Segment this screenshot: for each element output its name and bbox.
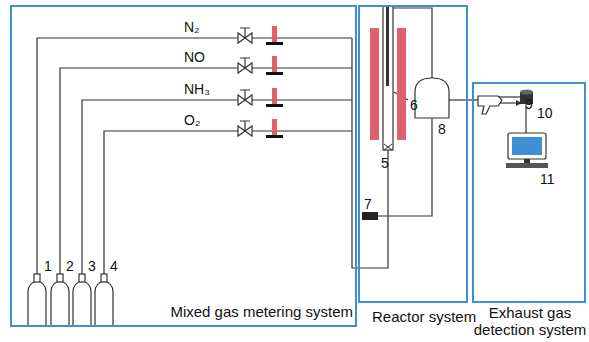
callout-number: 6 (410, 98, 418, 113)
outlet-line (388, 8, 432, 78)
callout-number: 1 (44, 259, 52, 274)
gas-name: N₂ (184, 20, 200, 35)
system-panel: Reactor system (358, 5, 468, 303)
callout-number: 8 (438, 122, 446, 137)
callout-number: 7 (364, 197, 372, 212)
gas-line (104, 131, 352, 276)
panel-title: Exhaust gas detection system (472, 304, 588, 338)
flowmeters (266, 26, 283, 138)
system-panel: Mixed gas metering system (10, 5, 357, 327)
panel-title: Mixed gas metering system (138, 303, 353, 320)
sample-port (362, 212, 378, 220)
callout-number: 10 (537, 106, 553, 121)
gas-name: O₂ (184, 113, 200, 128)
system-panel: Exhaust gas detection system (472, 82, 586, 303)
callout-number: 4 (110, 259, 118, 274)
callout-number: 11 (540, 172, 555, 187)
computer (506, 133, 548, 168)
gas-cylinders (28, 274, 113, 326)
callout-number: 2 (66, 259, 74, 274)
reactor-furnace (370, 6, 406, 150)
gas-line (60, 68, 352, 276)
gas-line (82, 100, 352, 276)
callout-number: 5 (381, 156, 389, 171)
valves (238, 28, 252, 136)
gas-line (37, 38, 352, 276)
callout-number: 9 (525, 97, 533, 112)
sampling-gun (478, 96, 502, 114)
gas-name: NH₃ (184, 82, 210, 97)
vent-arrow (500, 102, 516, 103)
analyser-bell (415, 78, 449, 118)
panel-title: Reactor system (372, 308, 482, 325)
callout-number: 3 (88, 259, 96, 274)
gas-name: NO (184, 50, 205, 65)
